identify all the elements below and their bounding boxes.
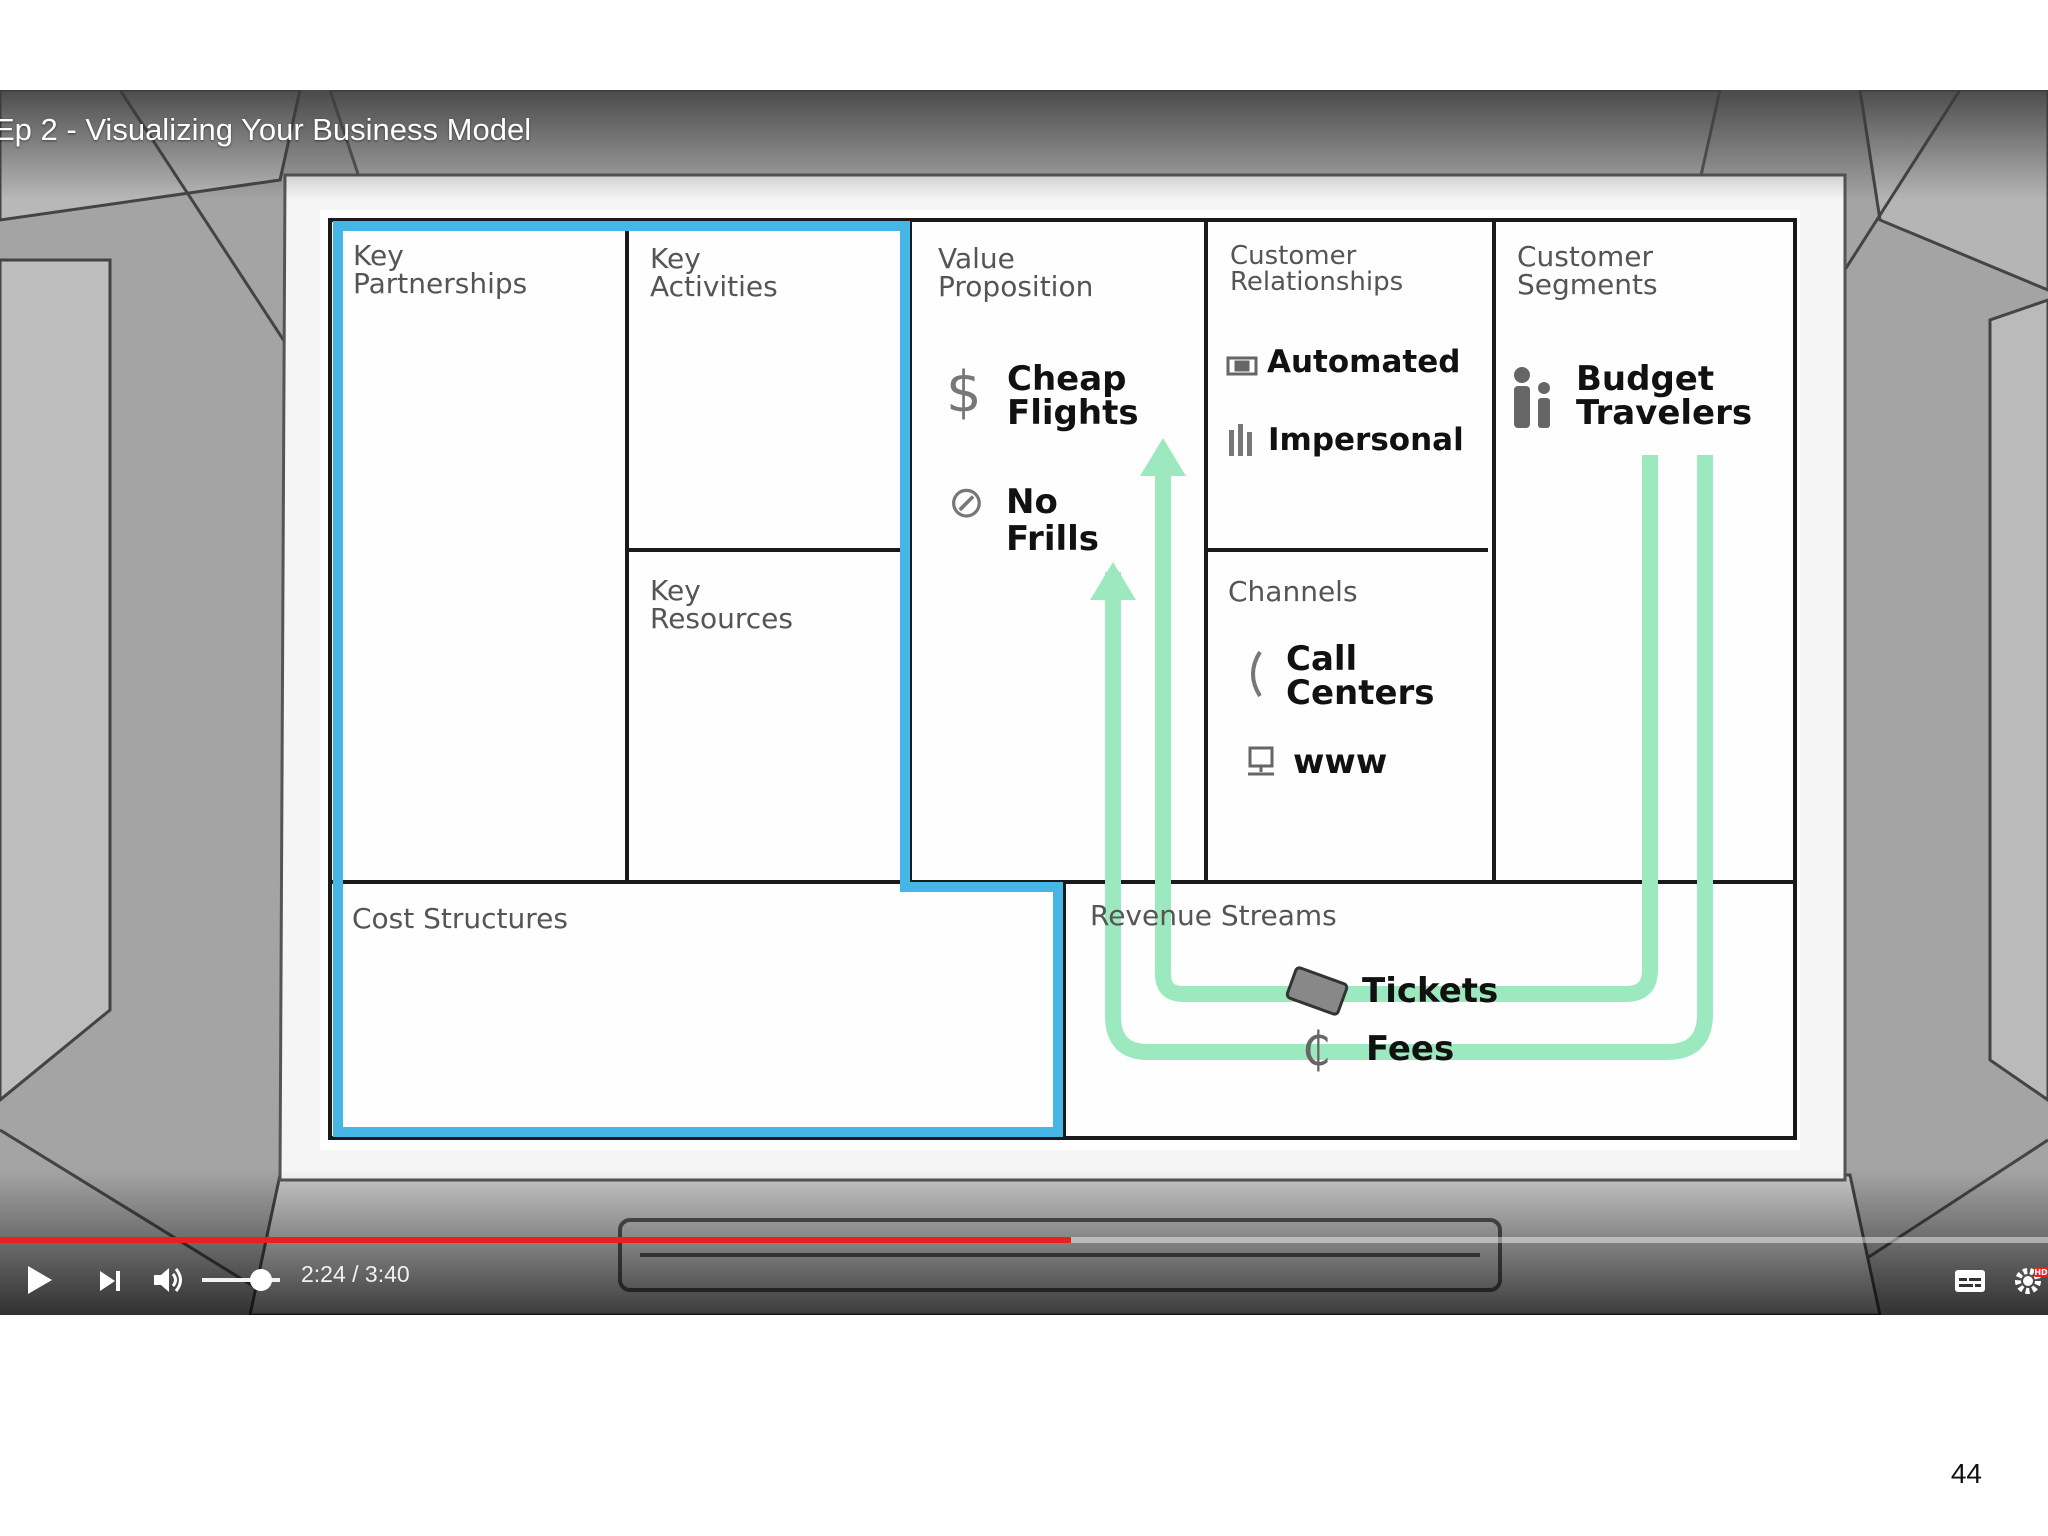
progress-fill: [0, 1237, 1071, 1243]
cheap-flights-item: Cheap Flights: [1007, 362, 1139, 430]
key-partnerships-label: Key Partnerships: [353, 242, 527, 298]
impersonal-item: Impersonal: [1268, 425, 1464, 456]
slide-number: 44: [1951, 1458, 1982, 1490]
progress-bar[interactable]: [0, 1237, 2048, 1243]
automated-item: Automated: [1267, 347, 1460, 378]
dollar-icon: $: [946, 360, 982, 425]
tickets-item: Tickets: [1362, 974, 1498, 1008]
gear-icon[interactable]: HD: [2012, 1265, 2048, 1297]
value-proposition-label: Value Proposition: [938, 245, 1093, 301]
next-icon[interactable]: [98, 1269, 122, 1293]
video-player[interactable]: Ep 2 - Visualizing Your Business Model K…: [0, 90, 2048, 1315]
time-display: 2:24 / 3:40: [301, 1261, 410, 1288]
key-resources-label: Key Resources: [650, 577, 793, 633]
volume-icon[interactable]: [152, 1265, 186, 1295]
customer-segments-label: Customer Segments: [1517, 243, 1658, 299]
no-sign-icon: ⊘: [948, 477, 985, 528]
volume-knob[interactable]: [250, 1269, 272, 1291]
cent-icon: ₵: [1302, 1022, 1331, 1076]
play-icon[interactable]: [26, 1265, 54, 1295]
key-activities-label: Key Activities: [650, 245, 778, 301]
cost-structures-label: Cost Structures: [352, 905, 568, 933]
video-title[interactable]: Ep 2 - Visualizing Your Business Model: [0, 112, 531, 148]
budget-travelers-item: Budget Travelers: [1576, 362, 1752, 430]
customer-relationships-label: Customer Relationships: [1230, 243, 1403, 295]
fees-item: Fees: [1366, 1032, 1454, 1066]
channels-label: Channels: [1228, 578, 1358, 606]
no-frills-item: No Frills: [1006, 484, 1099, 559]
revenue-streams-label: Revenue Streams: [1090, 902, 1337, 930]
call-centers-item: Call Centers: [1286, 642, 1435, 710]
player-controls: 2:24 / 3:40 HD: [0, 1235, 2048, 1315]
subtitles-icon[interactable]: [1954, 1269, 1986, 1293]
svg-text:HD: HD: [2034, 1268, 2048, 1277]
www-item: www: [1293, 745, 1387, 779]
